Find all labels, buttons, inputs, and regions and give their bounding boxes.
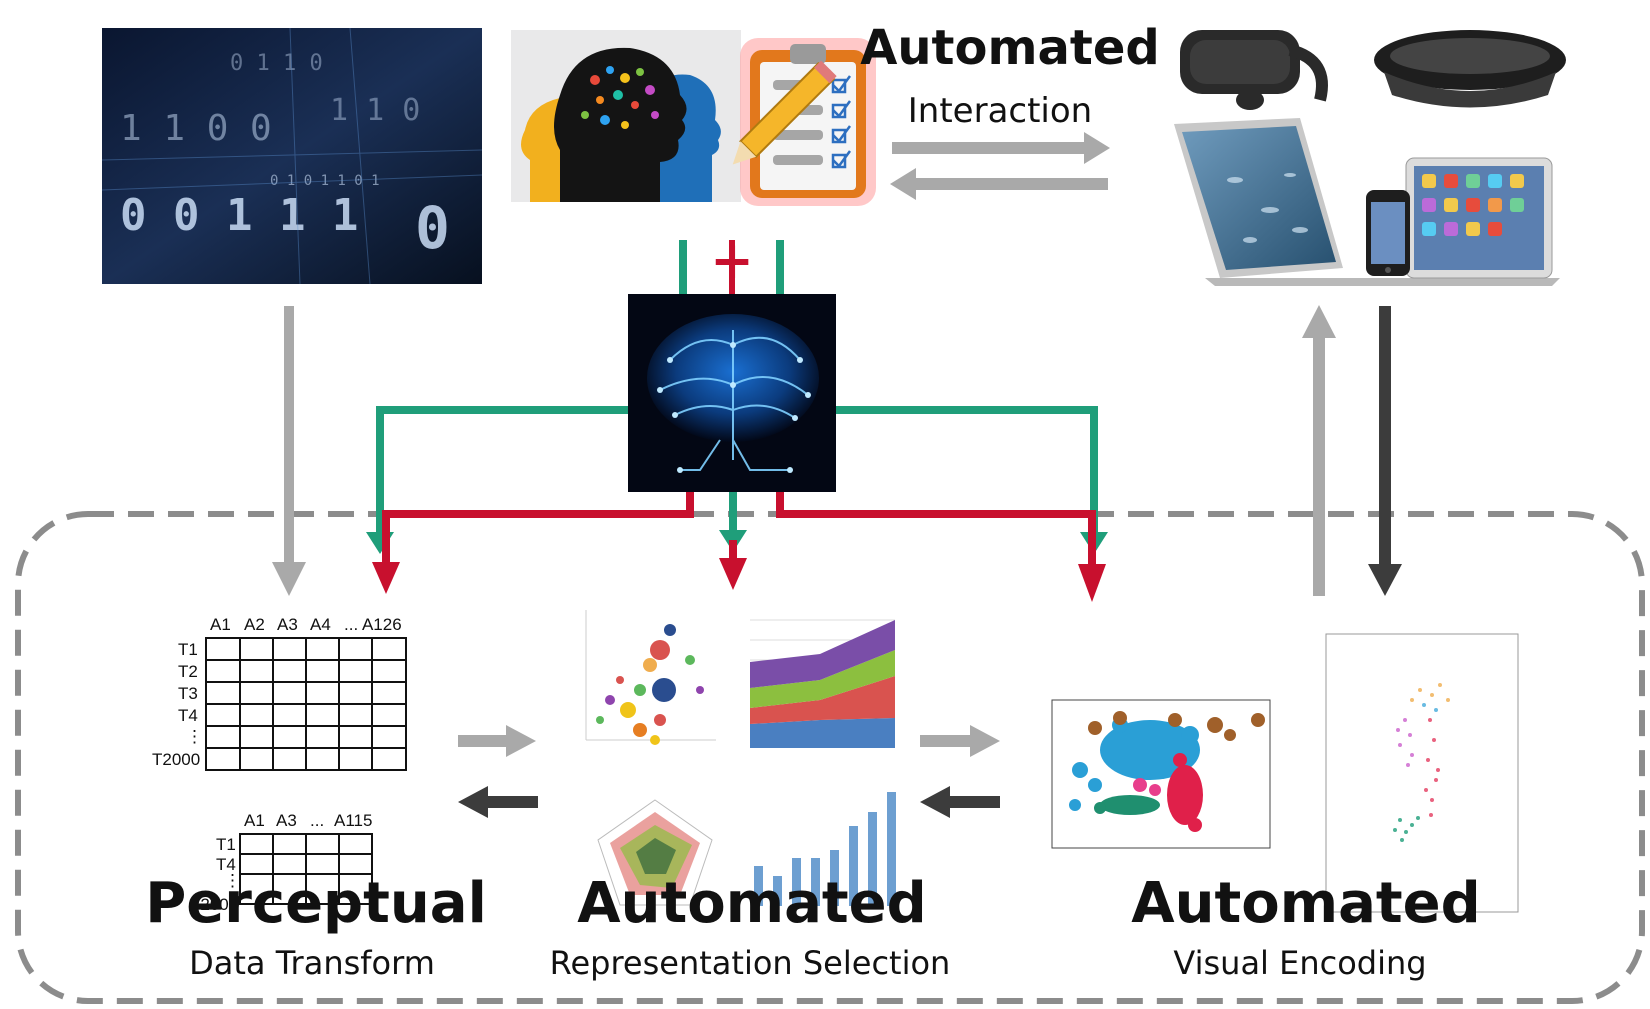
stage-heading-representation: Automated (577, 871, 926, 936)
table-col-header: ... (310, 811, 324, 830)
data-stream-image: 0 0 1 1 1 1 1 0 0 0 1 1 0 1 1 0 0 1 0 1 … (101, 27, 483, 285)
table-col-header: A115 (334, 811, 372, 830)
table-row-header: ⋮ (224, 871, 241, 890)
table-row-header: T1 (178, 640, 198, 659)
table-row-header: T2000 (190, 895, 238, 914)
stage-heading-perceptual: Perceptual (145, 871, 487, 936)
interaction-arrows (890, 132, 1110, 200)
table-to-charts-arrow (458, 725, 536, 757)
interaction-heading: Automated (860, 20, 1160, 76)
table-col-header: A1 (244, 811, 265, 830)
table-row-header: T2000 (152, 750, 200, 769)
binary-text: 1 1 0 0 (120, 108, 272, 149)
table-col-header: A4 (310, 615, 331, 634)
stage-subheading-representation-selection: Representation Selection (550, 944, 951, 982)
tablet-icon (1405, 157, 1553, 279)
stage-subheading-data-transform: Data Transform (189, 944, 435, 982)
binary-text: 0 1 0 1 1 0 1 (270, 173, 380, 189)
table-col-header: ... A126 (344, 615, 402, 634)
red-arrows (372, 492, 1106, 602)
table-row-header: T3 (178, 684, 198, 703)
table-col-header: A2 (244, 615, 265, 634)
phone-icon (1366, 190, 1410, 276)
table-col-header: A1 (210, 615, 231, 634)
table-small: A1 A3 ... A115 T1 T4 ⋮ T2000 (190, 811, 373, 914)
charts-to-table-arrow (458, 786, 538, 818)
ar-headset-icon (1374, 30, 1566, 108)
binary-text: 1 1 0 (330, 93, 420, 128)
clipboard-checklist-icon (732, 38, 876, 206)
bar-chart-thumbnail (754, 792, 896, 906)
table-large: A1 A2 A3 A4 ... A126 T1 T2 T3 T4 ⋮ T2000 (152, 615, 407, 771)
binary-text: 0 1 1 0 (230, 51, 323, 76)
table-row-header: T2 (178, 662, 198, 681)
stage-subheading-visual-encoding: Visual Encoding (1173, 944, 1426, 982)
binary-text: 0 (415, 194, 450, 262)
scatter-plot-tall-thumbnail (1325, 633, 1519, 913)
ai-connector-lines-top (679, 240, 784, 296)
data-to-table-arrow (272, 306, 306, 596)
table-row-header: T4 (216, 855, 236, 874)
table-col-header: A3 (276, 811, 297, 830)
plus-symbol: + (710, 231, 754, 291)
charts-to-encoding-arrow (920, 725, 1000, 757)
table-row-header: T1 (216, 835, 236, 854)
stage-heading-encoding: Automated (1131, 871, 1480, 936)
bubble-chart-thumbnail (585, 610, 716, 745)
circuit-brain-icon (628, 294, 836, 492)
vr-headset-icon (1180, 30, 1328, 110)
scatter-plot-thumbnail (1051, 699, 1271, 849)
laptop-icon (1174, 118, 1560, 286)
table-col-header: A3 (277, 615, 298, 634)
table-row-header: T4 (178, 706, 198, 725)
encoding-to-charts-arrow (920, 786, 1000, 818)
stacked-area-thumbnail (750, 619, 895, 748)
interaction-subheading: Interaction (908, 91, 1092, 131)
binary-text: 0 0 1 1 1 (120, 190, 358, 241)
human-heads-icon (511, 30, 741, 203)
device-to-encoding-arrow (1368, 306, 1402, 596)
table-row-header: ⋮ (186, 727, 203, 746)
radar-chart-thumbnail (597, 799, 713, 906)
encoding-to-device-arrow (1302, 305, 1336, 596)
